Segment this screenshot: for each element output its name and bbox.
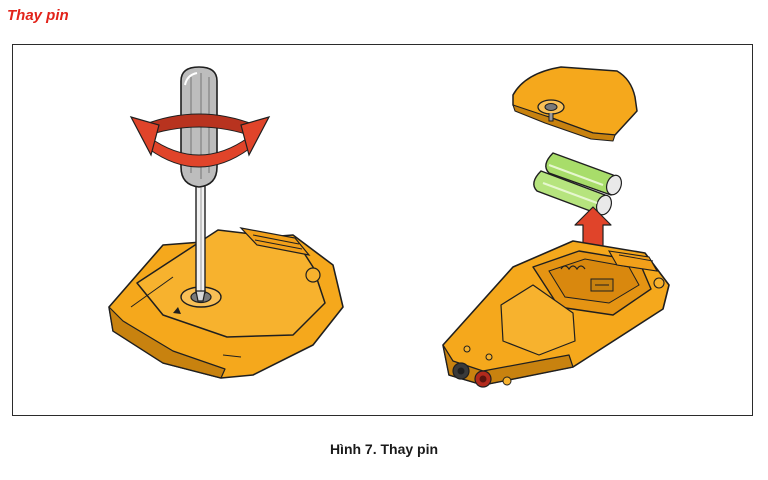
figure-caption: Hình 7. Thay pin <box>329 441 439 457</box>
meter-back-housing-left <box>108 227 344 379</box>
rotate-arrow-icon <box>129 113 271 168</box>
section-title: Thay pin <box>7 7 69 24</box>
figure-frame <box>12 44 753 416</box>
meter-back-housing-right <box>442 240 670 388</box>
battery-pair-icon <box>533 152 623 216</box>
battery-door-icon <box>512 66 638 142</box>
figure-illustration <box>108 66 670 388</box>
